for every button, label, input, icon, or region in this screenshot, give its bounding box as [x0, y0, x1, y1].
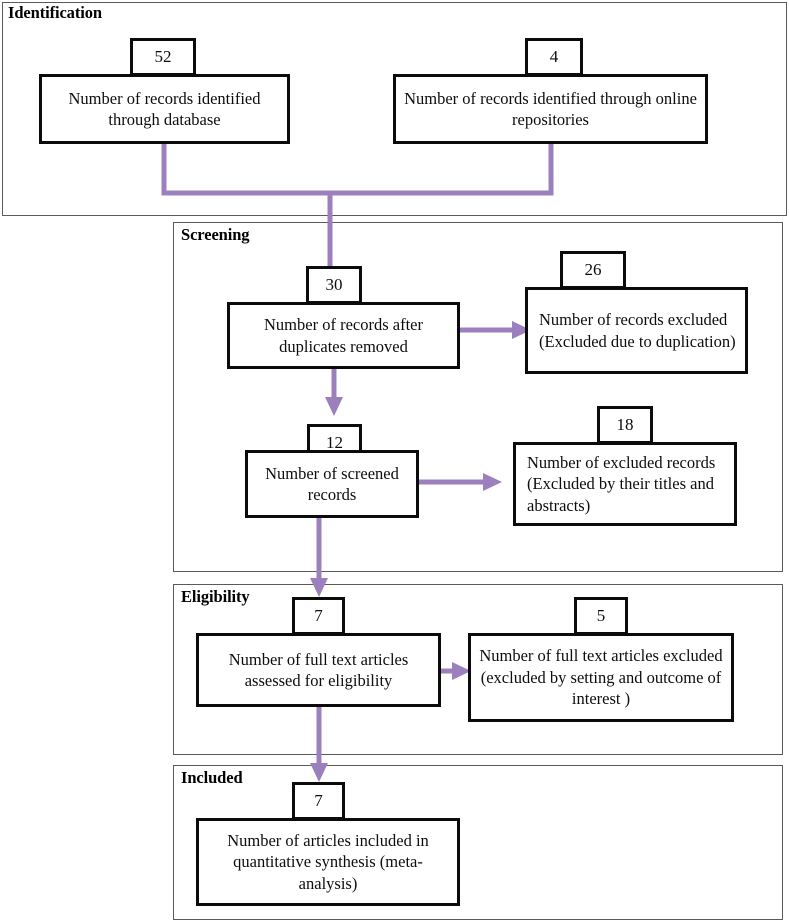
- count-badge-records-excluded-titles: 18: [597, 406, 653, 444]
- stage-frame-included: [173, 765, 783, 920]
- count-badge-records-excluded-duplication: 26: [560, 251, 626, 289]
- stage-frame-eligibility: [173, 584, 783, 755]
- node-fulltext-excluded[interactable]: Number of full text articles excluded (e…: [468, 633, 734, 722]
- count-badge-records-database: 52: [130, 38, 196, 76]
- stage-frame-screening: [173, 222, 783, 572]
- node-label: Number of full text articles excluded (e…: [479, 646, 723, 709]
- node-records-repositories[interactable]: Number of records identified through onl…: [393, 74, 708, 144]
- node-screened-records[interactable]: Number of screened records: [245, 450, 419, 518]
- node-label: Number of records after duplicates remov…: [264, 315, 423, 356]
- node-label: Number of screened records: [265, 463, 399, 504]
- node-records-database[interactable]: Number of records identified through dat…: [39, 74, 290, 144]
- node-label: Number of records identified through onl…: [404, 88, 697, 129]
- count-value: 7: [314, 605, 323, 625]
- node-label: Number of full text articles assessed fo…: [228, 649, 409, 690]
- node-records-excluded-duplication[interactable]: Number of records excluded (Excluded due…: [525, 287, 748, 374]
- node-records-excluded-titles[interactable]: Number of excluded records (Excluded by …: [513, 442, 737, 526]
- count-value: 30: [325, 274, 343, 294]
- count-value: 12: [326, 432, 343, 452]
- count-badge-records-repositories: 4: [525, 38, 583, 76]
- count-badge-fulltext-assessed: 7: [292, 597, 345, 635]
- stage-label-eligibility: Eligibility: [181, 587, 250, 606]
- stage-label-identification: Identification: [8, 3, 102, 22]
- node-articles-included[interactable]: Number of articles included in quantitat…: [196, 818, 460, 906]
- stage-frame-identification: [2, 2, 787, 216]
- count-value: 52: [154, 46, 172, 66]
- node-label: Number of records excluded (Excluded due…: [539, 310, 736, 351]
- count-badge-fulltext-excluded: 5: [574, 597, 628, 635]
- node-label: Number of records identified through dat…: [68, 88, 261, 129]
- node-label: Number of excluded records (Excluded by …: [527, 452, 716, 515]
- count-value: 5: [596, 605, 606, 625]
- count-value: 18: [616, 414, 634, 434]
- node-label: Number of articles included in quantitat…: [227, 830, 429, 893]
- node-records-after-duplicates[interactable]: Number of records after duplicates remov…: [227, 302, 460, 369]
- stage-label-screening: Screening: [181, 225, 250, 244]
- count-badge-articles-included: 7: [292, 782, 345, 820]
- count-value: 26: [584, 259, 602, 279]
- node-fulltext-assessed[interactable]: Number of full text articles assessed fo…: [196, 633, 441, 707]
- count-value: 4: [549, 46, 559, 66]
- count-value: 7: [314, 790, 323, 810]
- stage-label-included: Included: [181, 768, 243, 787]
- count-badge-records-after-duplicates: 30: [306, 266, 362, 304]
